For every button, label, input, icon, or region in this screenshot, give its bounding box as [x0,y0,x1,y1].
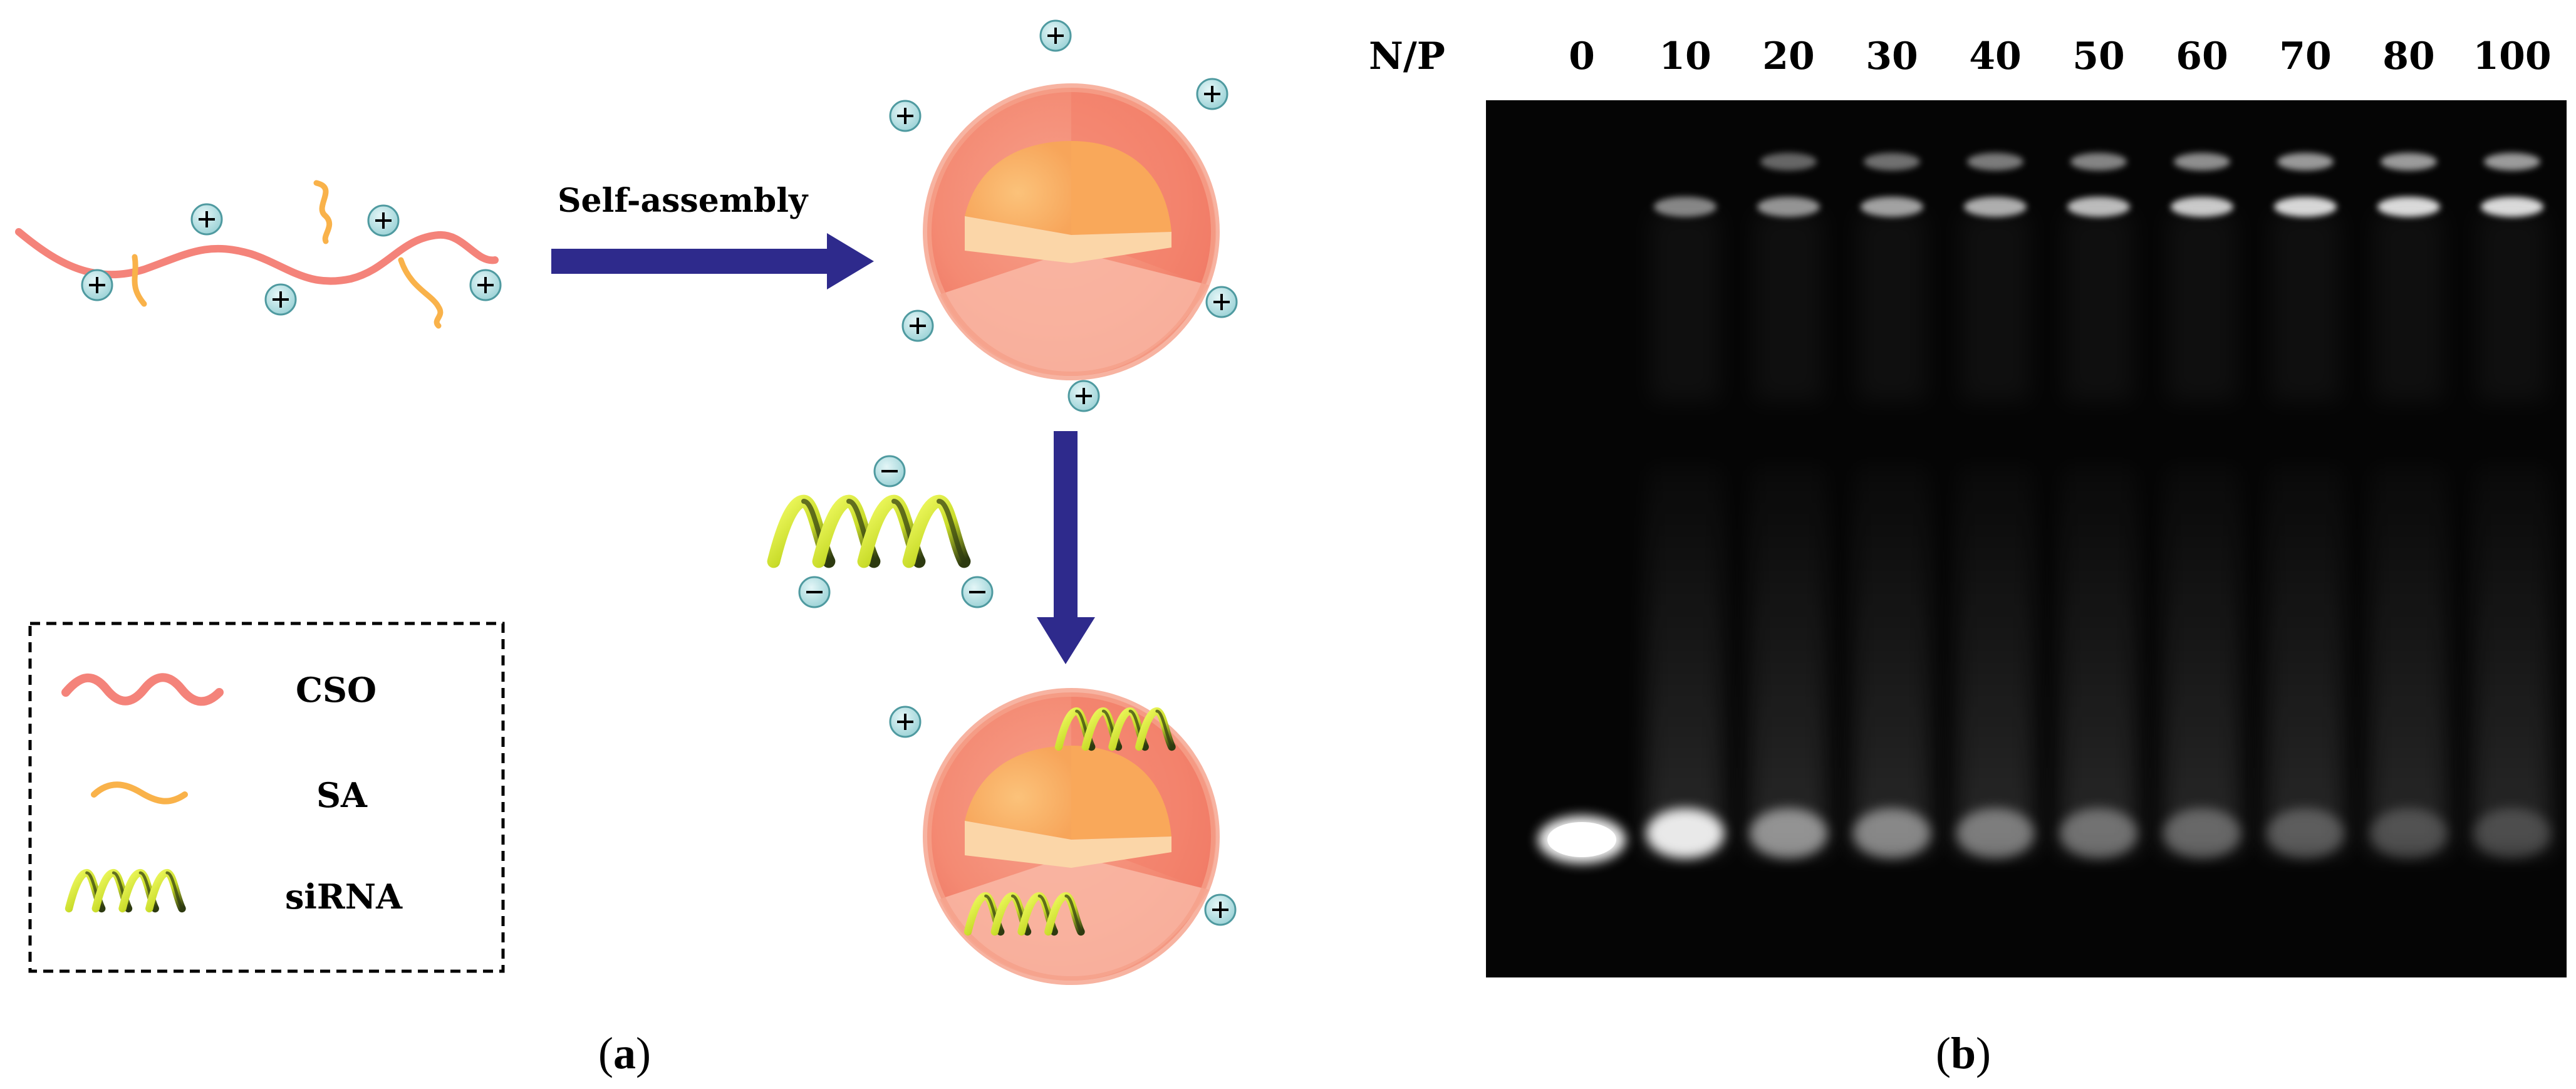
positive-charge-icon [81,269,113,301]
self-assembly-label: Self-assembly [558,182,809,220]
sirna-loaded-micelle [889,688,1237,985]
lane-label: 0 [1569,34,1595,78]
legend-item-cso: CSO [61,670,377,710]
panel-b-gel: N/P 0 10 20 30 40 50 60 70 80 100 [1369,34,2567,977]
panel-label-b: (b) [1936,1028,1992,1078]
sirna-helix-icon [65,868,186,913]
panel-label-a: (a) [598,1028,651,1078]
lane-label: 30 [1866,34,1918,78]
cso-sa-polymer [15,180,502,329]
sirna-helix-icon [1054,707,1176,751]
positive-charge-icon [1039,19,1072,52]
gel-lane [2267,153,2344,858]
cso-chain-icon [15,228,499,285]
legend-label-sirna: siRNA [285,877,403,917]
legend-label-sa: SA [316,775,368,815]
lane-label: 80 [2382,34,2435,78]
lane-label: 70 [2279,34,2332,78]
positive-charge-icon [469,269,502,301]
lane-labels: 0 10 20 30 40 50 60 70 80 100 [1569,34,2552,78]
lane-label: 60 [2176,34,2228,78]
self-assembly-arrow: Self-assembly [551,182,874,289]
gel-lane [2370,153,2448,858]
gel-lane [1750,153,1827,858]
positive-charge-icon [264,283,297,316]
lane-label: 40 [1969,34,2022,78]
positive-charge-icon [1067,380,1100,412]
legend-box: CSO SA siRNA [28,622,505,973]
negative-charge-icon [961,576,994,608]
lane-label: 50 [2072,34,2125,78]
gel-lane [1853,153,1931,858]
panel-a-schematic: Self-assembly [15,19,1238,985]
gel-lane [2473,153,2551,858]
positive-charge-icon [889,100,922,132]
sirna-loading-arrow [1037,431,1095,664]
positive-charge-icon [367,204,400,237]
lane-label: 100 [2473,34,2551,78]
sa-chain-icon [132,254,147,307]
cso-chain-icon [61,673,224,706]
positive-charge-icon [889,706,922,738]
positive-charge-icon [190,203,223,236]
positive-charge-icon [1204,894,1237,926]
free-sirna [767,455,994,608]
np-ratio-header: N/P [1369,34,1445,78]
gel-lane [1538,816,1626,863]
gel-lane [1956,153,2034,858]
gel-lanes [1538,153,2551,863]
negative-charge-icon [873,455,906,487]
gel-lane [2060,153,2137,858]
positive-charge-icon [1196,78,1228,110]
sirna-helix-icon [963,892,1085,936]
legend-label-cso: CSO [296,670,377,710]
sa-chain-icon [91,781,188,805]
sa-chain-icon [398,257,444,329]
legend-item-sirna: siRNA [65,868,403,917]
sirna-helix-icon [767,494,971,568]
lane-label: 10 [1659,34,1711,78]
gel-lane [2163,153,2241,858]
gel-lane [1646,197,1724,858]
positive-charge-icon [901,310,934,342]
positive-charge-icon [1205,286,1238,318]
legend-item-sa: SA [91,775,368,815]
cationic-micelle [889,19,1238,412]
sa-chain-icon [313,180,333,244]
lane-label: 20 [1762,34,1815,78]
negative-charge-icon [798,576,831,608]
